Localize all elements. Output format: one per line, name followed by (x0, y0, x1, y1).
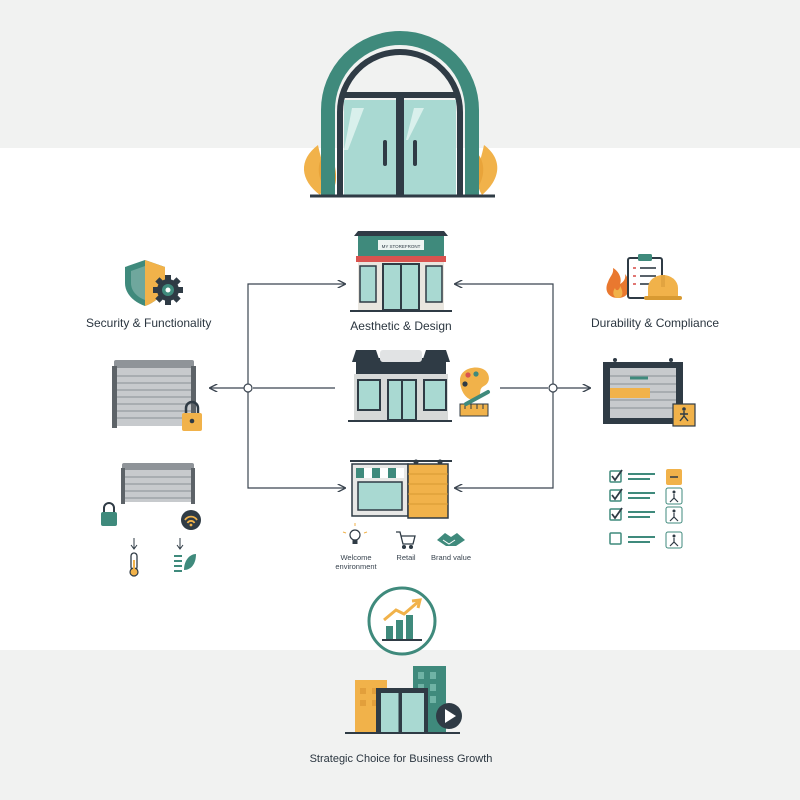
palette-icon (459, 367, 490, 417)
storefront-icon (350, 231, 452, 312)
right-junction-node (548, 383, 558, 393)
cart-icon (396, 531, 416, 550)
retail-label: Retail (396, 553, 416, 562)
shutter-wifi-icon (101, 463, 201, 530)
handshake-icon (437, 533, 465, 546)
security-functionality-label: Security & Functionality (86, 316, 212, 330)
growth-chart-icon (367, 586, 437, 656)
store-sign-text: MY STOREFRONT (382, 244, 421, 249)
play-icon (436, 703, 462, 729)
durability-compliance-label: Durability & Compliance (591, 316, 720, 330)
brand-value-label: Brand value (430, 553, 472, 562)
connector-lines (210, 284, 590, 488)
rolling-shutter-lock-icon (112, 360, 202, 431)
lightbulb-icon (342, 523, 368, 544)
barn-door-shop-icon (350, 459, 452, 519)
shield-gear-icon (125, 260, 183, 306)
aesthetic-design-label: Aesthetic & Design (350, 319, 452, 333)
left-bracket-line (247, 283, 340, 489)
arched-glass-door-icon (303, 31, 498, 198)
strategic-choice-label: Strategic Choice for Business Growth (309, 753, 493, 765)
left-junction-node (243, 383, 253, 393)
eco-leaf-icon (174, 538, 196, 572)
welcome-environment-label: Welcome environment (335, 553, 377, 571)
thermometer-icon (129, 538, 139, 577)
compliance-checklist-icon (609, 469, 683, 549)
fire-clipboard-hardhat-icon (606, 254, 682, 300)
accessible-door-icon (603, 358, 696, 427)
shop-icon (348, 350, 452, 422)
